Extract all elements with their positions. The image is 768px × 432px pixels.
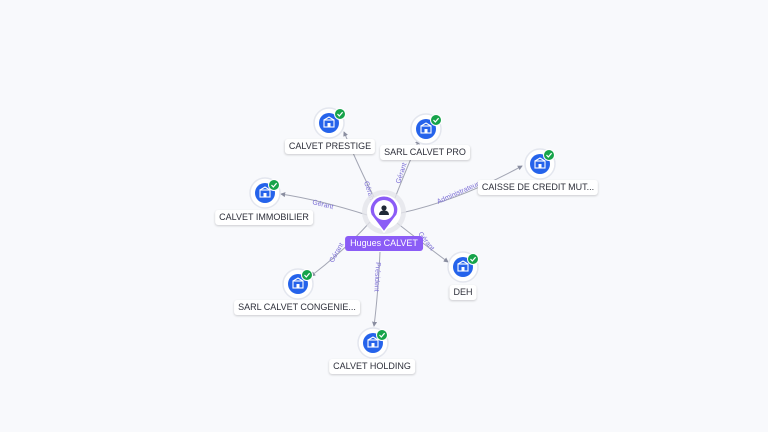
company-label-sarl-calvet-congenies[interactable]: SARL CALVET CONGENIE...	[234, 300, 360, 315]
edge-label-caisse-credit: Administrateur	[436, 181, 481, 206]
verified-check-icon	[467, 253, 479, 265]
company-node-deh[interactable]	[447, 251, 479, 283]
person-node[interactable]	[362, 190, 406, 234]
company-node-sarl-calvet-congenies[interactable]	[282, 268, 314, 300]
building-icon	[259, 186, 271, 198]
edge-calvet-prestige	[343, 131, 375, 198]
company-node-calvet-prestige[interactable]	[313, 107, 346, 139]
building-icon	[367, 336, 379, 348]
edge-label-calvet-holding: Président	[372, 262, 381, 292]
company-node-calvet-immobilier[interactable]	[249, 177, 281, 209]
company-label-caisse-credit[interactable]: CAISSE DE CREDIT MUT...	[477, 180, 599, 195]
edge-label-sarl-calvet-congenies: Gérant	[329, 242, 346, 264]
user-icon	[379, 205, 389, 215]
company-label-sarl-calvet-pro[interactable]: SARL CALVET PRO	[380, 145, 470, 160]
company-nodes	[249, 107, 556, 359]
company-node-sarl-calvet-pro[interactable]	[410, 113, 442, 145]
company-node-caisse-credit[interactable]	[524, 148, 556, 180]
verified-check-icon	[268, 179, 280, 191]
company-label-calvet-immobilier[interactable]: CALVET IMMOBILIER	[215, 210, 313, 225]
building-icon	[457, 260, 469, 272]
edge-label-sarl-calvet-pro: Gérant	[395, 162, 408, 185]
edge-calvet-immobilier	[280, 192, 368, 216]
company-label-calvet-prestige[interactable]: CALVET PRESTIGE	[284, 139, 376, 154]
edge-sarl-calvet-congenies	[310, 221, 371, 277]
verified-check-icon	[376, 329, 388, 341]
edges: Gérant Gérant Administrateur Gérant Géra…	[280, 131, 523, 327]
company-label-calvet-holding[interactable]: CALVET HOLDING	[329, 359, 415, 374]
verified-check-icon	[301, 269, 313, 281]
building-icon	[292, 277, 304, 289]
person-name-label[interactable]: Hugues CALVET	[345, 236, 423, 251]
edge-deh	[396, 222, 449, 263]
verified-check-icon	[430, 114, 442, 126]
edge-caisse-credit	[400, 165, 523, 214]
edge-calvet-holding	[372, 251, 381, 327]
building-icon	[323, 116, 335, 128]
company-node-calvet-holding[interactable]	[357, 327, 389, 359]
verified-check-icon	[543, 149, 555, 161]
edge-label-calvet-immobilier: Gérant	[312, 199, 335, 211]
verified-check-icon	[334, 108, 346, 120]
building-icon	[420, 122, 432, 134]
building-icon	[534, 157, 546, 169]
company-label-deh[interactable]: DEH	[449, 285, 477, 300]
